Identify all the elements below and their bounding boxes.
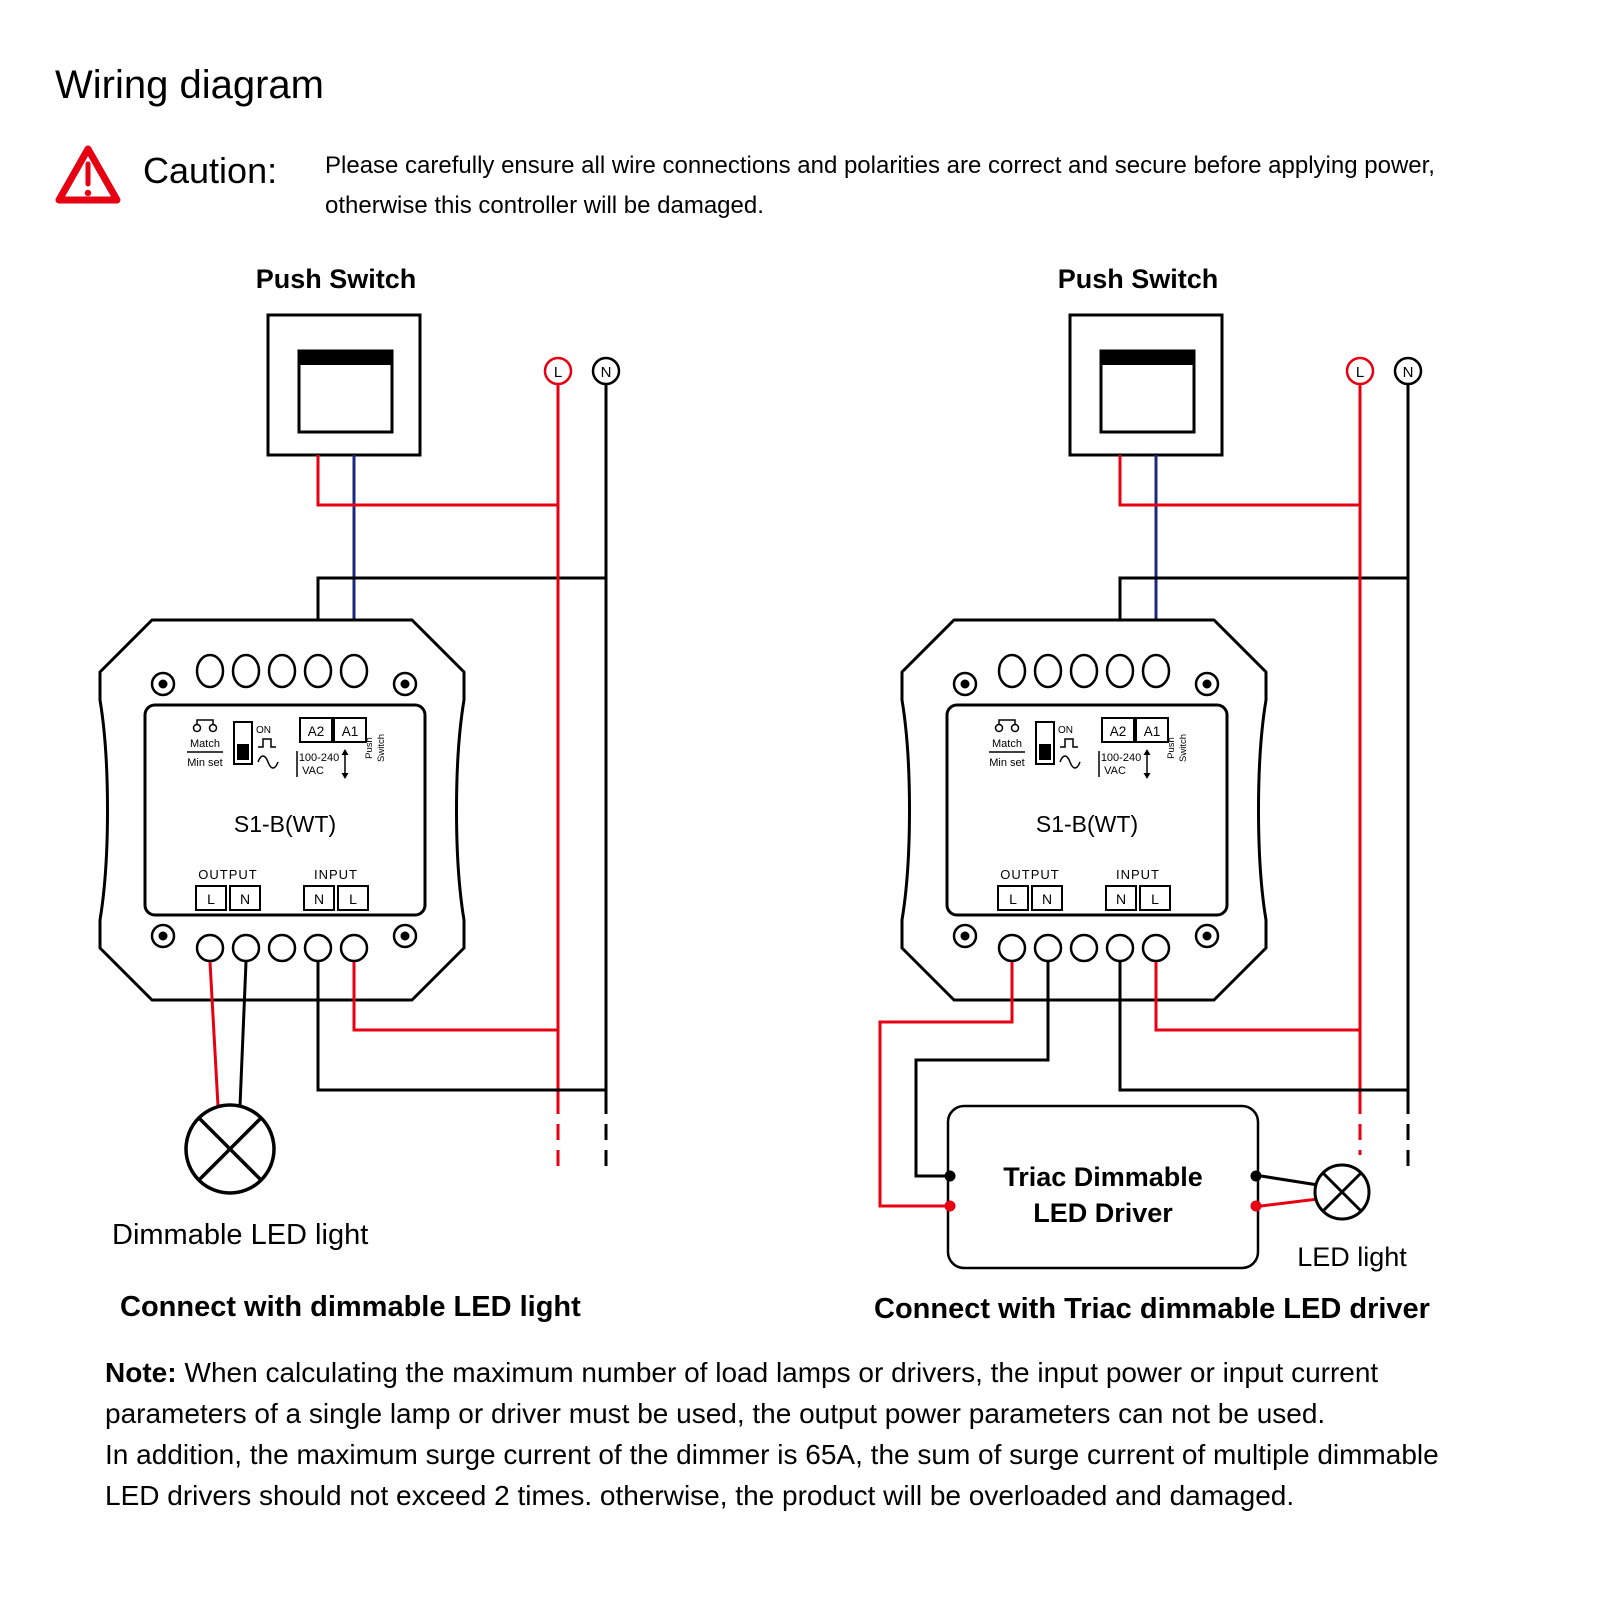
left-led-label: Dimmable LED light xyxy=(112,1219,368,1251)
left-wire-red-switch-to-live xyxy=(316,455,558,507)
left-wire-black-input-n xyxy=(316,962,606,1092)
driver-label-line1: Triac Dimmable xyxy=(1003,1162,1203,1192)
triac-driver-box xyxy=(946,1104,1260,1270)
right-dimmer-device xyxy=(900,618,1268,1002)
dimmable-led-lamp-icon xyxy=(184,1103,276,1195)
caution-warning-icon xyxy=(55,145,121,204)
driver-right-neutral-terminal-dot xyxy=(1250,1170,1262,1182)
caution-text-line2: otherwise this controller will be damage… xyxy=(325,192,764,219)
right-neutral-label: N xyxy=(1403,364,1414,381)
right-wire-black-output-to-driver xyxy=(914,962,1050,1178)
driver-left-neutral-terminal-dot xyxy=(944,1170,956,1182)
note-line4: LED drivers should not exceed 2 times. o… xyxy=(105,1480,1294,1511)
page-title: Wiring diagram xyxy=(55,63,324,107)
left-diagram: Push Switch L N Dimmable LED light Conne… xyxy=(98,264,621,1323)
driver-label-line2: LED Driver xyxy=(1033,1198,1173,1228)
right-led-label: LED light xyxy=(1297,1242,1407,1272)
right-wire-black-input-n xyxy=(1118,962,1408,1092)
left-wire-red-output-to-lamp xyxy=(208,961,220,1107)
right-wire-red-driver-to-lamp xyxy=(1260,1197,1319,1208)
left-neutral-label: N xyxy=(601,364,612,381)
note-block: Note:When calculating the maximum number… xyxy=(105,1357,1439,1511)
driver-right-live-terminal-dot xyxy=(1250,1200,1262,1212)
right-push-switch-label: Push Switch xyxy=(1058,264,1219,294)
right-wire-black-driver-to-lamp xyxy=(1260,1174,1319,1187)
right-push-switch xyxy=(1068,313,1224,457)
caution-text-line1: Please carefully ensure all wire connect… xyxy=(325,152,1435,179)
right-wire-red-switch-to-live xyxy=(1118,455,1360,507)
note-line3: In addition, the maximum surge current o… xyxy=(105,1439,1439,1470)
caution-label: Caution: xyxy=(143,150,277,191)
right-wire-red-input-l xyxy=(1154,962,1360,1032)
left-wire-black-output-to-lamp xyxy=(238,961,248,1107)
left-live-label: L xyxy=(554,364,562,381)
note-label: Note: xyxy=(105,1357,177,1388)
note-line1: Note:When calculating the maximum number… xyxy=(105,1357,1378,1388)
led-lamp-icon xyxy=(1313,1163,1371,1221)
left-wire-red-input-l xyxy=(352,962,558,1032)
left-push-switch xyxy=(266,313,422,457)
left-caption: Connect with dimmable LED light xyxy=(120,1291,581,1323)
note-line2: parameters of a single lamp or driver mu… xyxy=(105,1398,1325,1429)
driver-left-live-terminal-dot xyxy=(944,1200,956,1212)
left-dimmer-device xyxy=(98,618,466,1002)
left-push-switch-label: Push Switch xyxy=(256,264,417,294)
right-wire-red-output-to-driver xyxy=(878,962,1014,1208)
right-caption: Connect with Triac dimmable LED driver xyxy=(874,1293,1430,1325)
right-diagram: Push Switch L N Triac Dimmable LED Drive… xyxy=(874,264,1430,1325)
right-live-label: L xyxy=(1356,364,1364,381)
